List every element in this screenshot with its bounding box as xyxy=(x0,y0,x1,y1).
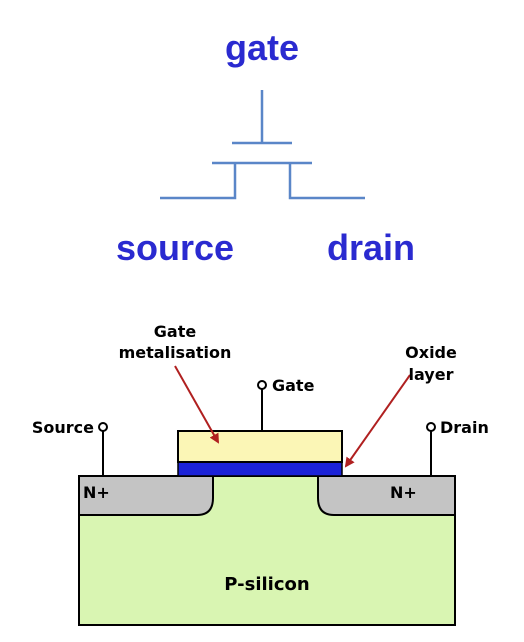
gate-terminal-dot xyxy=(257,380,267,390)
symbol-source-label: source xyxy=(116,227,234,268)
symbol-source-lead xyxy=(160,163,237,200)
n-plus-region-right xyxy=(317,475,456,516)
source-terminal-dot xyxy=(98,422,108,432)
gate-metal-arrow xyxy=(174,365,219,444)
oxide-label-line1: Oxide xyxy=(405,343,457,362)
gate-metal xyxy=(177,430,343,463)
drain-terminal-label: Drain xyxy=(440,418,489,437)
source-terminal-label: Source xyxy=(32,418,94,437)
symbol-drain-label: drain xyxy=(327,227,415,268)
symbol-gate-label: gate xyxy=(225,27,299,68)
symbol-drain-lead xyxy=(288,163,365,200)
n-plus-right-label: N+ xyxy=(390,483,417,502)
oxide-arrow xyxy=(344,374,411,468)
gate-metal-label-line2: metalisation xyxy=(119,343,232,362)
p-silicon-label: P-silicon xyxy=(224,574,309,595)
drain-terminal-dot xyxy=(426,422,436,432)
gate-terminal-label: Gate xyxy=(272,376,315,395)
n-plus-region-left xyxy=(78,475,214,516)
n-plus-left-label: N+ xyxy=(83,483,110,502)
gate-metal-label-line1: Gate xyxy=(154,322,197,341)
oxide-layer xyxy=(177,461,343,477)
oxide-label-line2: layer xyxy=(409,365,454,384)
mosfet-cross-section: Gate metalisation Gate Oxide layer Sourc… xyxy=(32,322,489,626)
mosfet-symbol xyxy=(160,90,365,200)
